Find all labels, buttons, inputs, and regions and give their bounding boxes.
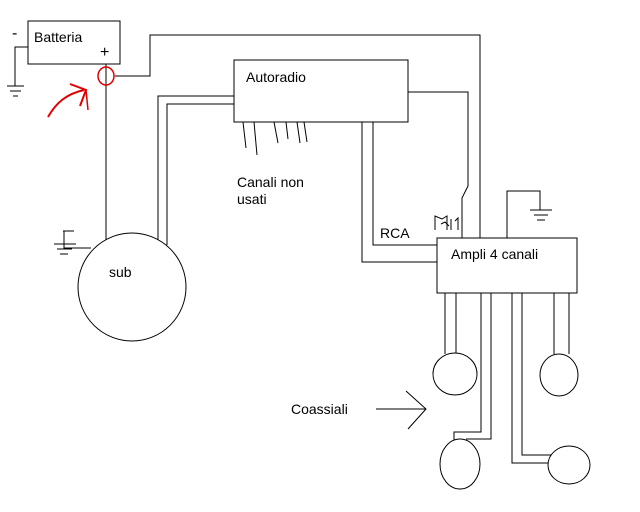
- battery-minus-sign: -: [12, 25, 17, 42]
- subwoofer-ground-wire: [54, 230, 91, 255]
- remote-wire: [408, 91, 469, 238]
- speaker-front-left: [432, 352, 478, 396]
- amplifier-ground-wire: [506, 190, 552, 238]
- sub-signal-wire-2: [166, 103, 234, 245]
- unused-channels-label-line2: usati: [237, 191, 267, 207]
- speaker-4-wires: [511, 293, 553, 464]
- rca-cable-2: [372, 122, 437, 246]
- coaxials-label: Coassiali: [291, 401, 348, 417]
- amplifier-label: Ampli 4 canali: [451, 246, 538, 262]
- subwoofer-label: sub: [109, 264, 132, 280]
- head-unit-label: Autoradio: [246, 69, 306, 85]
- unused-channels-label-line1: Canali non: [237, 174, 304, 190]
- speaker-rear-left: [439, 438, 481, 490]
- speaker-2-wires: [553, 293, 570, 354]
- power-wire-to-amplifier: [115, 34, 481, 238]
- head-unit-box: [233, 59, 409, 123]
- sub-signal-wire-1: [157, 95, 234, 243]
- battery-plus-sign: +: [100, 44, 109, 61]
- speaker-3-wires: [453, 293, 492, 447]
- speaker-rear-right: [547, 445, 591, 485]
- battery-ground-wire: [7, 46, 28, 97]
- fuse-scribble-icon: [434, 215, 459, 230]
- speaker-front-right: [539, 353, 579, 397]
- speaker-1-wires: [444, 293, 457, 354]
- amplifier-box: [436, 237, 578, 294]
- terminal-highlight-circle: [97, 66, 115, 86]
- rca-cable-1: [361, 122, 437, 263]
- subwoofer-circle: [77, 232, 187, 342]
- battery-box: [27, 20, 121, 65]
- unused-channel-wires: [242, 121, 308, 156]
- arrow-right-icon: [376, 390, 427, 430]
- battery-label: Batteria: [34, 29, 82, 45]
- rca-label: RCA: [380, 225, 410, 241]
- red-arrow-icon: [47, 83, 89, 118]
